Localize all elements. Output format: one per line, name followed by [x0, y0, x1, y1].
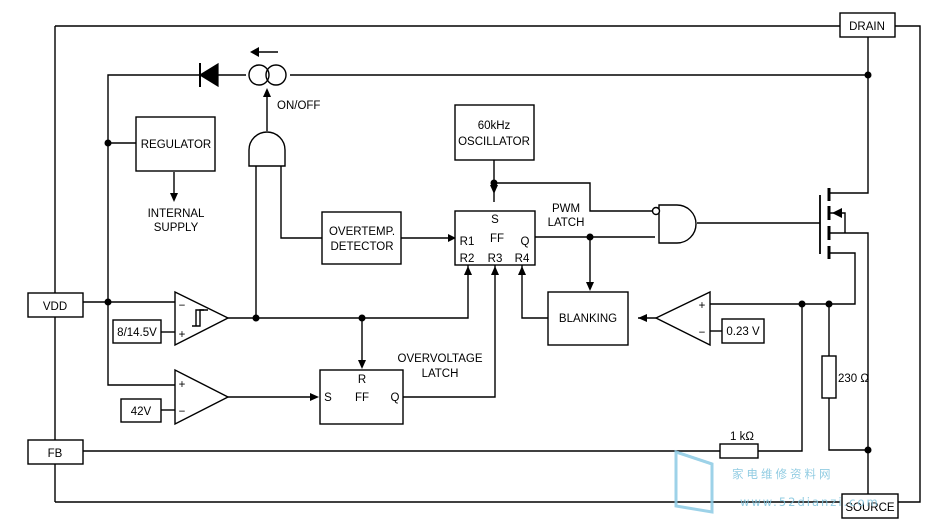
svg-text:DRAIN: DRAIN: [849, 21, 885, 33]
wire-uvlo-out: [228, 265, 469, 319]
onoff-label: ON/OFF: [277, 100, 320, 112]
svg-text:www.52dianzi.com: www.52dianzi.com: [740, 495, 880, 509]
watermark-logo: 家电维修资料网 www.52dianzi.com: [674, 449, 880, 514]
uvlo-comparator: − +: [174, 290, 230, 347]
overvoltage-latch-label-2: LATCH: [422, 368, 459, 380]
wire-and-overtemp: [280, 166, 448, 239]
wire-ov-q: [403, 265, 496, 398]
ov-comparator: + −: [174, 368, 230, 426]
svg-text:R2: R2: [460, 253, 475, 265]
svg-text:S: S: [491, 214, 499, 226]
sense-resistor: 230 Ω: [821, 355, 869, 399]
pin-fb: FB: [27, 439, 84, 465]
svg-text:−: −: [179, 406, 186, 418]
regulator-block: REGULATOR: [135, 116, 216, 172]
wire-drain-rail: [290, 37, 869, 194]
mosfet-icon: [819, 188, 846, 259]
svg-text:0.23 V: 0.23 V: [726, 326, 760, 338]
wire-cs-plus: [710, 252, 856, 305]
internal-supply-label-1: INTERNAL: [148, 208, 205, 220]
pwm-latch-label-2: LATCH: [548, 217, 585, 229]
pwm-flipflop: S FF Q R1 R2 R3 R4: [454, 210, 536, 266]
overvoltage-latch-label-1: OVERVOLTAGE: [398, 353, 483, 365]
svg-text:FF: FF: [355, 392, 369, 404]
uvlo-reference: 8/14.5V: [112, 319, 162, 344]
overtemp-detector-block: OVERTEMP. DETECTOR: [321, 211, 402, 265]
pin-source: SOURCE: [841, 493, 899, 519]
wire-startup: [107, 74, 246, 386]
chip-outline: [54, 25, 921, 503]
blanking-block: BLANKING: [547, 291, 629, 346]
current-sense-reference: 0.23 V: [721, 318, 765, 344]
svg-text:R1: R1: [460, 236, 475, 248]
current-sense-comparator: + −: [654, 290, 711, 347]
svg-text:230 Ω: 230 Ω: [838, 373, 869, 385]
wire-osc-gate: [494, 182, 655, 212]
wire-regulator: [108, 142, 175, 193]
diode-icon: [198, 62, 219, 88]
svg-text:+: +: [179, 329, 186, 341]
arrowheads: [170, 88, 647, 401]
svg-text:DETECTOR: DETECTOR: [330, 241, 393, 253]
svg-text:S: S: [324, 392, 332, 404]
svg-text:OSCILLATOR: OSCILLATOR: [458, 136, 530, 148]
svg-text:+: +: [699, 300, 706, 312]
svg-text:+: +: [179, 379, 186, 391]
and-gate-onoff: [248, 131, 286, 167]
pwm-latch-label-1: PWM: [552, 203, 580, 215]
svg-text:OVERTEMP.: OVERTEMP.: [329, 226, 395, 238]
svg-text:Q: Q: [521, 236, 530, 248]
svg-text:1 kΩ: 1 kΩ: [730, 431, 754, 443]
wire-blank-r4: [521, 265, 548, 319]
oscillator-block: 60kHz OSCILLATOR: [454, 104, 535, 161]
wire-fb: [83, 304, 803, 452]
svg-text:42V: 42V: [131, 406, 152, 418]
svg-text:60kHz: 60kHz: [478, 120, 511, 132]
svg-text:Q: Q: [391, 392, 400, 404]
wire-sense-r: [828, 304, 868, 451]
svg-text:SOURCE: SOURCE: [845, 502, 895, 514]
fb-resistor: 1 kΩ: [719, 431, 759, 459]
svg-text:R3: R3: [488, 253, 503, 265]
ov-reference: 42V: [120, 398, 162, 423]
pin-drain: DRAIN: [839, 12, 896, 38]
svg-text:VDD: VDD: [43, 301, 67, 313]
svg-text:−: −: [179, 300, 186, 312]
svg-text:−: −: [699, 327, 706, 339]
wire-pwm-q: [535, 236, 655, 282]
and-gate-output: [651, 204, 697, 244]
ov-flipflop: R FF S Q: [319, 369, 404, 425]
svg-text:FB: FB: [48, 448, 63, 460]
svg-text:BLANKING: BLANKING: [559, 313, 617, 325]
junctions: [104, 71, 872, 454]
svg-text:8/14.5V: 8/14.5V: [117, 327, 157, 339]
svg-text:FF: FF: [490, 233, 504, 245]
pin-vdd: VDD: [27, 292, 84, 318]
current-source-icon: [248, 47, 287, 86]
internal-supply-label-2: SUPPLY: [154, 222, 199, 234]
wire-source: [845, 232, 869, 494]
svg-text:家电维修资料网: 家电维修资料网: [732, 467, 834, 481]
svg-text:R4: R4: [515, 253, 530, 265]
svg-text:R: R: [358, 374, 366, 386]
svg-text:REGULATOR: REGULATOR: [141, 139, 212, 151]
